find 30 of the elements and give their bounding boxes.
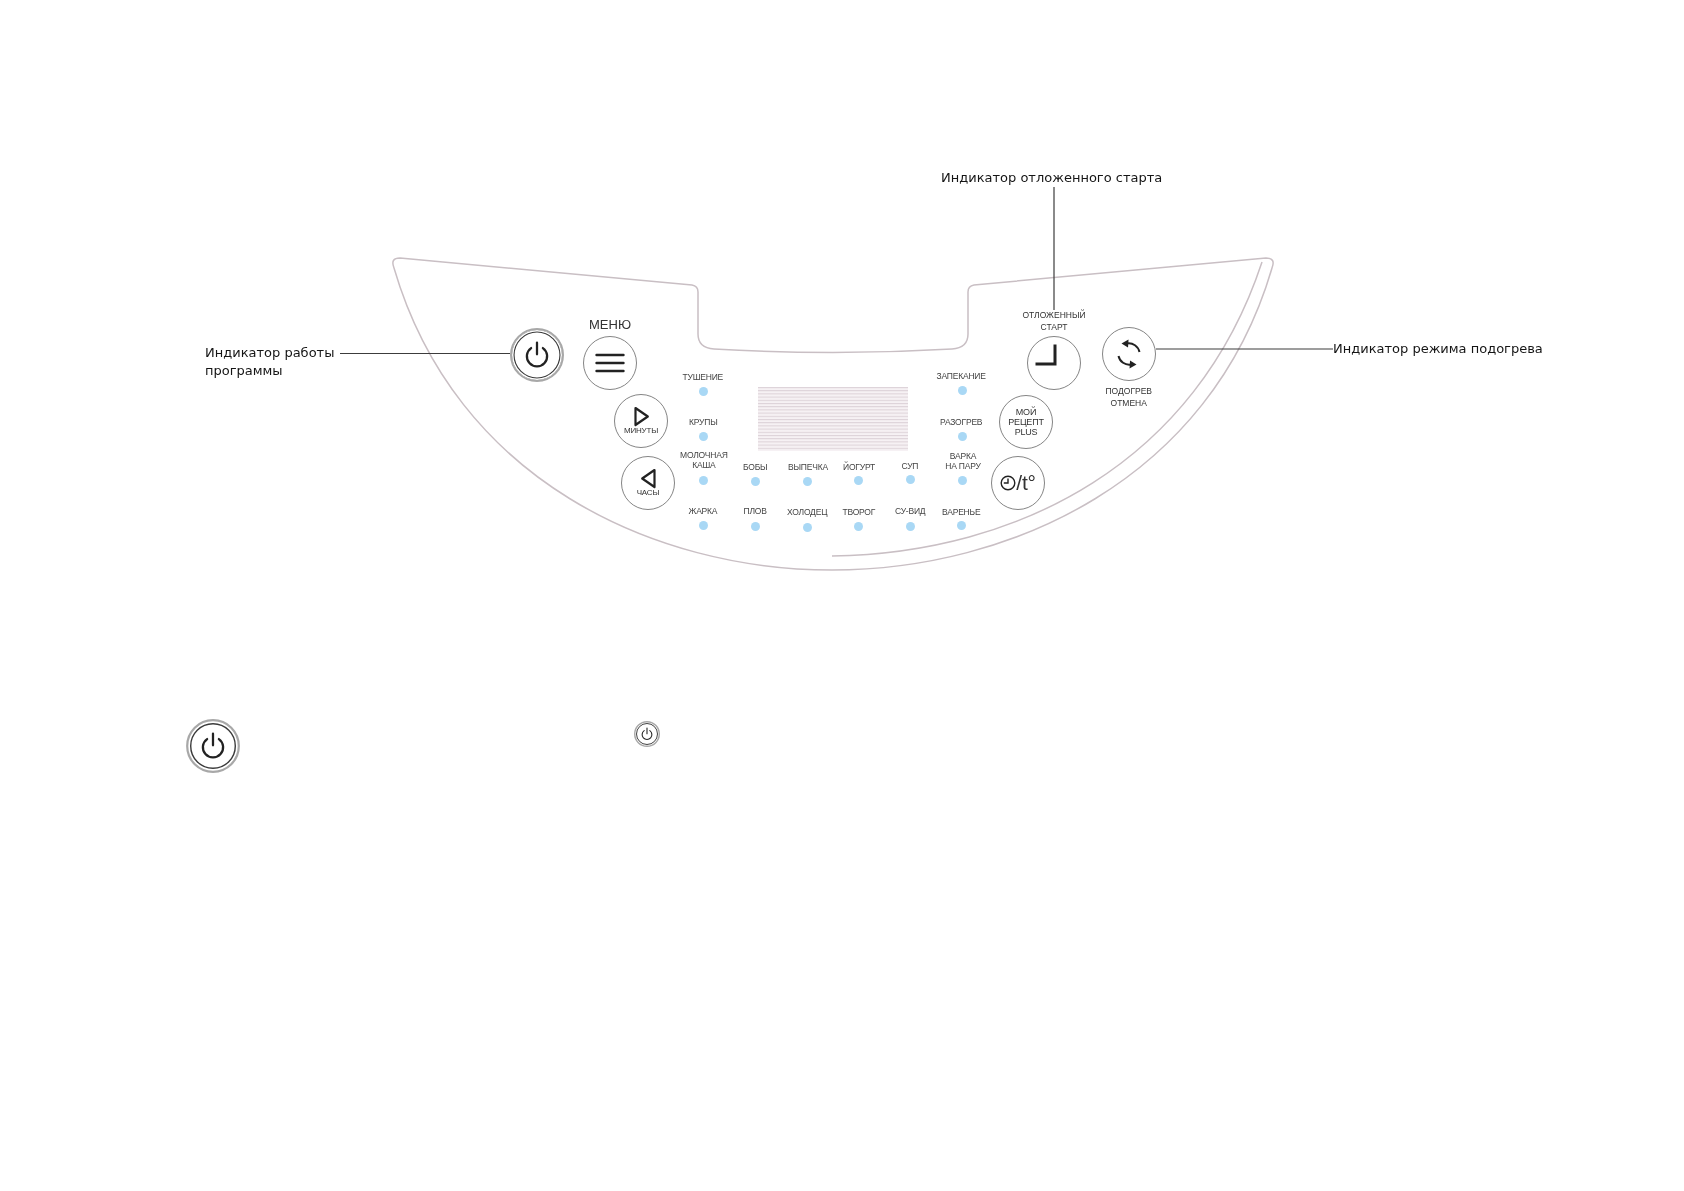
program-label: СУП: [901, 461, 919, 471]
timer-temperature-button: /t°: [991, 456, 1045, 510]
power-button: [510, 328, 564, 382]
program-label: ЗАПЕКАНИЕ: [936, 371, 986, 381]
program-label: ВЫПЕЧКА: [788, 462, 828, 472]
program-label: ПЛОВ: [743, 506, 767, 516]
callout-text: Индикатор работы программы: [205, 344, 340, 380]
program-label: СУ-ВИД: [895, 506, 926, 516]
program-label: МОЛОЧНАЯ КАША: [680, 450, 728, 470]
callout-text: Индикатор режима подогрева: [1333, 340, 1543, 358]
program-label: ЖАРКА: [688, 506, 718, 516]
button-label: ОТЛОЖЕННЫЙ СТАРТ: [1022, 310, 1086, 333]
my-recipe-button: МОЙ РЕЦЕПТ PLUS: [999, 395, 1053, 449]
program-label: РАЗОГРЕВ: [940, 417, 983, 427]
button-label: МЕНЮ: [589, 317, 632, 332]
program-label: ВАРЕНЬЕ: [942, 507, 981, 517]
button-label: ПОДОГРЕВ ОТМЕНА: [1105, 386, 1152, 409]
program-label: КРУПЫ: [689, 417, 718, 427]
program-label: ТВОРОГ: [842, 507, 876, 517]
hours-button: ЧАСЫ: [621, 456, 675, 510]
program-label: БОБЫ: [743, 462, 768, 472]
program-label: ЙОГУРТ: [843, 462, 875, 472]
program-label: ТУШЕНИЕ: [682, 372, 724, 382]
program-label: ХОЛОДЕЦ: [787, 507, 828, 517]
minutes-button: МИНУТЫ: [614, 394, 668, 448]
leader-line: [1155, 348, 1334, 350]
leader-line: [339, 352, 511, 355]
callout-text: Индикатор отложенного старта: [941, 169, 1163, 187]
leader-line: [1053, 186, 1055, 311]
program-label: ВАРКА НА ПАРУ: [944, 451, 982, 471]
